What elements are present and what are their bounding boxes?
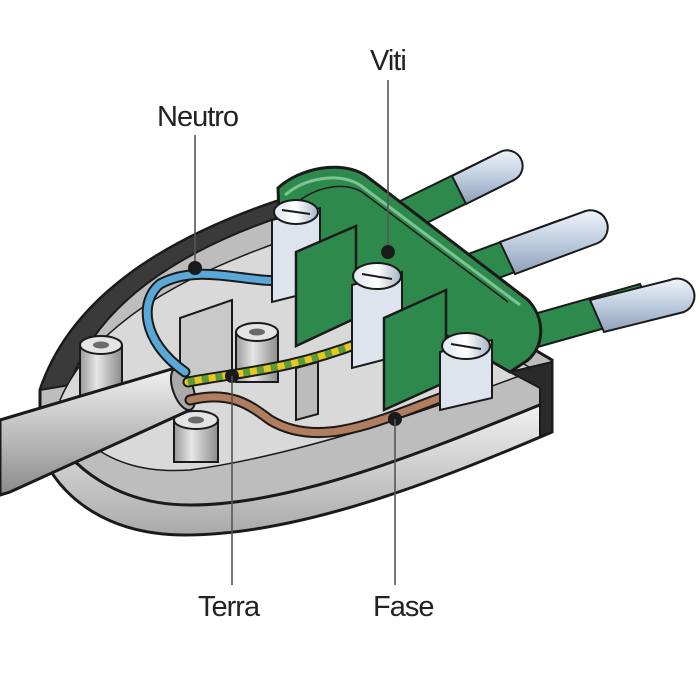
label-viti: Viti [370, 45, 406, 77]
callout-terra: Terra [198, 369, 262, 623]
post-front [173, 410, 219, 463]
plug-pins [390, 149, 696, 350]
pin-bottom [518, 277, 696, 350]
screw-terminal-2 [351, 262, 448, 412]
neutral-wire [141, 268, 296, 378]
screw-terminal-3 [439, 332, 493, 412]
callout-neutro: Neutro [157, 101, 239, 275]
callout-fase: Fase [373, 412, 434, 623]
screw-terminal-1 [271, 199, 358, 348]
label-terra: Terra [198, 591, 261, 623]
callout-viti: Viti [370, 45, 407, 259]
earth-wire [182, 336, 368, 388]
dot-viti [381, 245, 395, 259]
terminal-block [271, 165, 543, 412]
dot-neutro [188, 261, 202, 275]
label-neutro: Neutro [157, 101, 238, 133]
label-fase: Fase [373, 591, 433, 623]
